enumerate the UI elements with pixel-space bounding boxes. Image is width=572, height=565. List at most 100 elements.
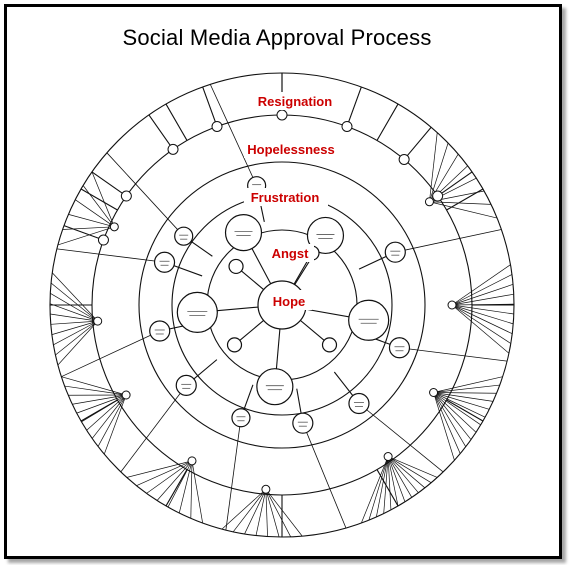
fan-south-southeast: [361, 456, 389, 524]
plant-node: [348, 392, 370, 415]
vp-sales-node: [176, 291, 218, 334]
radial-spoke: [376, 103, 399, 141]
fan-south-southeast: [387, 456, 426, 489]
plant-node-outer-link: [358, 403, 444, 473]
welfare-node-outer-link: [225, 417, 242, 531]
office-node: [292, 412, 314, 434]
small-node: [226, 337, 243, 353]
fan-west: [51, 320, 98, 335]
fan-east: [451, 304, 514, 315]
fan-southeast: [433, 392, 486, 418]
fan-southwest: [86, 394, 127, 431]
fan-south-southwest: [146, 460, 193, 494]
outer-node: [276, 109, 288, 121]
fan-east: [451, 304, 514, 325]
fan-east: [451, 304, 513, 335]
fan-south-southwest: [136, 460, 193, 486]
stage-label-angst: Angst: [272, 246, 310, 261]
fan-west: [50, 293, 98, 322]
fan-south-southeast: [387, 456, 399, 506]
fan-west-northwest: [75, 199, 115, 228]
vp-production-node: [348, 299, 390, 341]
fan-west: [53, 320, 98, 346]
outer-node-link: [202, 86, 218, 127]
outer-node: [120, 190, 132, 202]
stage-label-hopelessness: Hopelessness: [247, 142, 334, 157]
fan-southwest: [61, 376, 127, 396]
fan-east: [451, 274, 513, 306]
fan-east: [451, 303, 515, 306]
fan-southwest: [64, 385, 127, 396]
outer-node: [167, 143, 179, 155]
fan-west: [55, 320, 98, 356]
stage-label-backdrop: [244, 188, 328, 206]
fan-west-northwest: [62, 226, 115, 230]
fan-east: [451, 304, 510, 354]
fan-southeast: [433, 392, 490, 410]
fan-west-northwest: [91, 171, 115, 227]
fan-south-southeast: [387, 456, 432, 484]
general-node: [174, 226, 194, 246]
fan-southeast: [433, 392, 481, 426]
fan-west: [50, 313, 98, 322]
stage-label-resignation: Resignation: [258, 94, 332, 109]
fan-south-southwest: [190, 460, 193, 519]
fan-south-southwest: [178, 460, 193, 514]
general-node-outer-link: [106, 152, 184, 237]
fan-south-southeast: [387, 456, 406, 502]
welfare-node: [231, 408, 251, 428]
fan-south: [265, 489, 280, 538]
fan-east: [451, 293, 514, 306]
ring-3: [138, 161, 426, 449]
works-node: [388, 337, 411, 359]
fan-south-southwest: [126, 460, 193, 478]
fan-northeast: [429, 132, 438, 202]
outer-node: [432, 190, 444, 202]
fan-southwest: [103, 394, 127, 455]
outer-node: [211, 120, 223, 132]
sales-node-outer-link: [120, 385, 187, 473]
works-node-outer-link: [399, 347, 508, 362]
stage-label-backdrop: [252, 92, 338, 110]
fan-east-hub: [447, 300, 457, 310]
fan-south-southwest-hub: [187, 456, 197, 466]
stage-label-hope: Hope: [273, 294, 306, 309]
radial-spoke: [165, 469, 188, 507]
fan-south-southeast: [387, 456, 419, 493]
fan-south-southeast: [376, 456, 389, 518]
fan-northeast: [429, 142, 449, 202]
fan-southeast: [433, 384, 500, 393]
advertising-node: [149, 320, 171, 342]
secretary-node: [256, 368, 294, 406]
fan-south-southwest: [167, 460, 193, 508]
fan-southeast-hub: [429, 388, 439, 397]
fan-west: [50, 320, 98, 325]
fan-south: [265, 489, 291, 537]
advertising-node-outer-link: [61, 330, 160, 378]
outer-node-link: [403, 126, 432, 160]
fan-west-hub: [93, 316, 103, 326]
outer-node-link: [91, 171, 127, 197]
fan-west: [49, 303, 98, 322]
radial-spoke: [80, 188, 118, 211]
credit-node-outer-link: [56, 248, 165, 263]
fan-east: [451, 264, 511, 306]
treasurer-node: [306, 216, 345, 255]
fan-west: [50, 282, 98, 322]
fan-southeast: [433, 392, 494, 402]
fan-southeast: [433, 392, 467, 447]
fan-south-southeast: [368, 456, 389, 521]
fan-northeast-hub: [424, 197, 434, 207]
fan-southwest: [81, 394, 127, 423]
fan-west-northwest: [82, 185, 115, 228]
outer-node: [398, 153, 410, 165]
outer-node-link: [346, 86, 362, 127]
fan-south-southeast-hub: [383, 452, 393, 462]
stage-label-backdrop: [266, 244, 314, 262]
credit-node: [153, 251, 176, 273]
fan-west: [57, 320, 98, 366]
fan-south-southeast: [387, 456, 438, 478]
fan-east: [451, 284, 514, 306]
cost-node-outer-link: [209, 84, 257, 186]
purchasing-node: [384, 241, 406, 263]
